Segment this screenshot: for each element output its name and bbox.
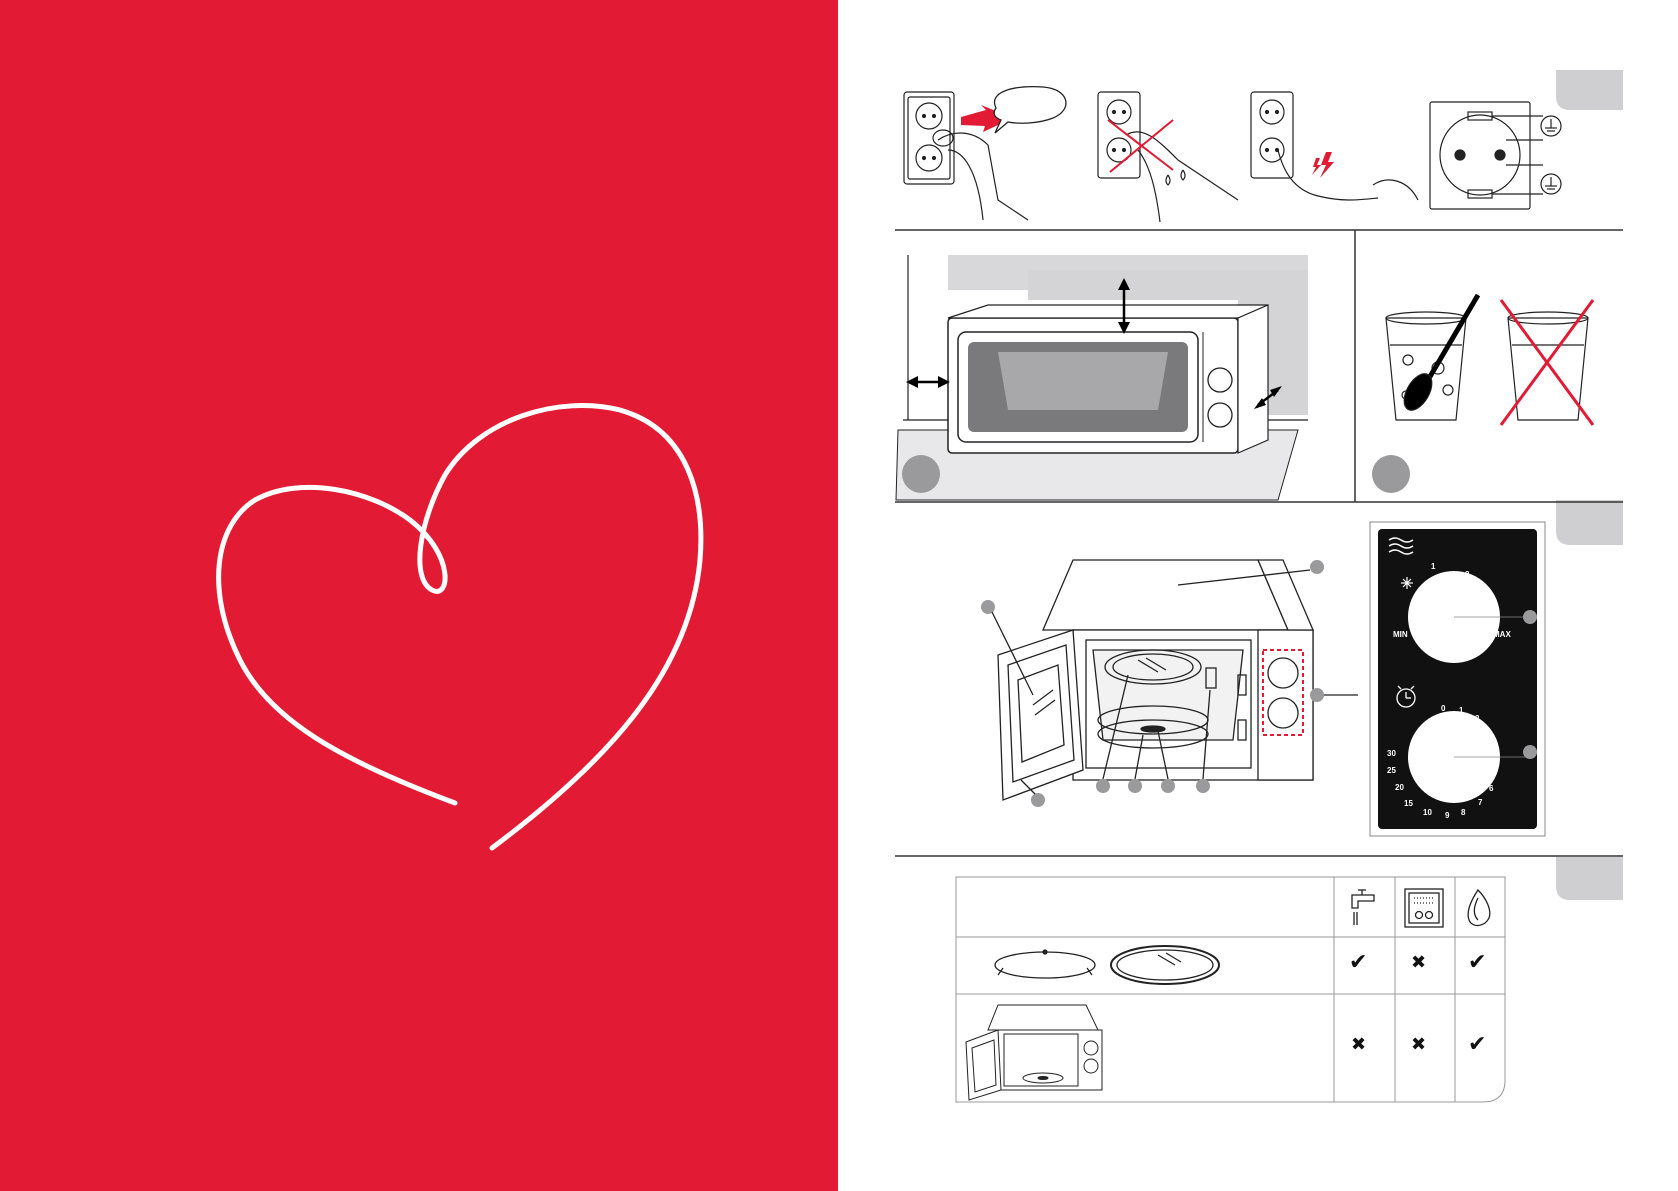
timer-tick-15: 15 bbox=[1404, 799, 1413, 808]
pull-cord-illustration bbox=[1250, 91, 1419, 201]
timer-tick-7: 7 bbox=[1478, 798, 1483, 807]
snowflake-icon bbox=[1401, 577, 1413, 589]
section-tab-3 bbox=[1556, 857, 1623, 900]
tap-water-icon bbox=[1351, 889, 1375, 925]
clock-icon bbox=[1396, 685, 1416, 708]
mark-turntable-tap: ✔ bbox=[1349, 950, 1368, 975]
mark-body-cloth: ✔ bbox=[1468, 1032, 1487, 1057]
timer-tick-0: 0 bbox=[1441, 704, 1446, 713]
grounded-socket-illustration bbox=[1429, 101, 1562, 210]
plug-wet-hands-illustration bbox=[1097, 91, 1239, 223]
dishwasher-icon bbox=[1404, 888, 1444, 928]
timer-tick-3: 3 bbox=[1488, 730, 1493, 739]
timer-tick-25: 25 bbox=[1387, 766, 1396, 775]
section-tab-1 bbox=[1556, 70, 1623, 110]
mark-body-tap: ✖ bbox=[1351, 1034, 1367, 1055]
mark-turntable-cloth: ✔ bbox=[1468, 950, 1487, 975]
spoon-in-glass-illustration bbox=[1372, 293, 1595, 493]
timer-tick-10: 10 bbox=[1423, 808, 1432, 817]
mark-turntable-dishwasher: ✖ bbox=[1411, 952, 1427, 973]
timer-tick-5: 5 bbox=[1493, 766, 1498, 775]
step-circle bbox=[902, 455, 940, 493]
power-tick-3: 3 bbox=[1486, 590, 1491, 599]
microwave-parts-illustration bbox=[981, 559, 1358, 807]
timer-tick-8: 8 bbox=[1461, 808, 1466, 817]
sponge-cloth-icon bbox=[1467, 888, 1491, 927]
plug-insert-illustration bbox=[903, 86, 1067, 221]
mark-body-dishwasher: ✖ bbox=[1411, 1034, 1427, 1055]
power-min-label: MIN bbox=[1393, 630, 1408, 639]
section-tab-2 bbox=[1556, 500, 1623, 545]
timer-tick-4: 4 bbox=[1494, 749, 1499, 758]
timer-tick-2: 2 bbox=[1475, 714, 1480, 723]
power-tick-2: 2 bbox=[1465, 570, 1470, 579]
cover-panel bbox=[0, 0, 838, 1191]
timer-tick-9: 9 bbox=[1445, 811, 1450, 820]
timer-tick-6: 6 bbox=[1489, 784, 1494, 793]
timer-tick-30: 30 bbox=[1387, 749, 1396, 758]
turntable-parts-illustration bbox=[994, 945, 1220, 985]
microwave-waves-icon bbox=[1388, 537, 1414, 555]
power-tick-1: 1 bbox=[1431, 562, 1436, 571]
timer-tick-20: 20 bbox=[1395, 783, 1404, 792]
heart-icon bbox=[216, 403, 704, 851]
microwave-body-thumbnail bbox=[965, 1004, 1103, 1101]
placement-clearance-illustration bbox=[895, 255, 1308, 501]
instruction-illustrations: MIN MAX 1 2 3 0 1 2 3 4 5 6 7 8 9 10 15 … bbox=[895, 70, 1623, 1103]
timer-tick-1: 1 bbox=[1459, 706, 1464, 715]
instruction-page: MIN MAX 1 2 3 0 1 2 3 4 5 6 7 8 9 10 15 … bbox=[838, 0, 1678, 1191]
step-circle bbox=[1372, 455, 1410, 493]
control-panel: MIN MAX 1 2 3 0 1 2 3 4 5 6 7 8 9 10 15 … bbox=[1369, 521, 1546, 837]
power-max-label: MAX bbox=[1493, 630, 1511, 639]
